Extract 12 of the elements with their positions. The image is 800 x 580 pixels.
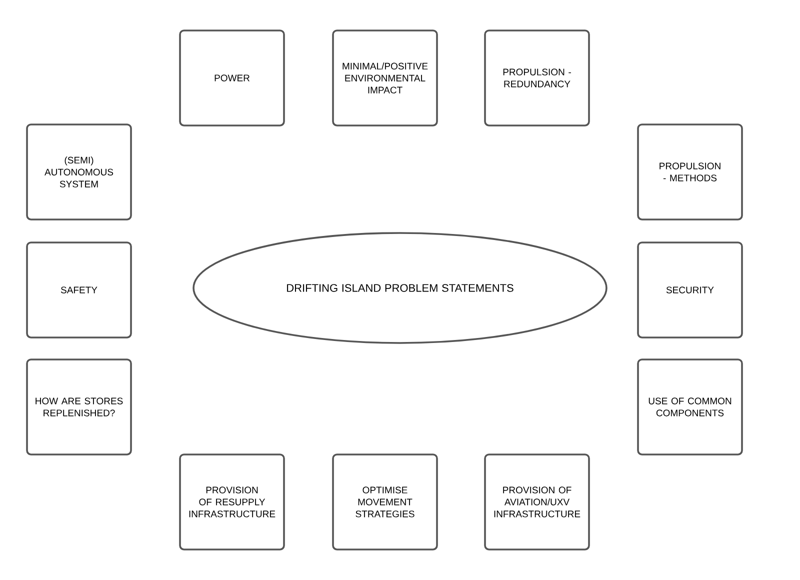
problem-box: (SEMI) AUTONOMOUS SYSTEM — [26, 124, 132, 220]
problem-box: SECURITY — [637, 242, 743, 338]
problem-box: USE OF COMMON COMPONENTS — [637, 358, 743, 456]
problem-box: PROVISION OF AVIATION/UXV INFRASTRUCTURE — [484, 454, 590, 550]
problem-box: POWER — [179, 30, 285, 126]
problem-box: SAFETY — [26, 242, 132, 338]
problem-box: MINIMAL/POSITIVE ENVIRONMENTAL IMPACT — [332, 30, 438, 126]
problem-box: PROVISION OF RESUPPLY INFRASTRUCTURE — [179, 454, 285, 550]
problem-box: OPTIMISE MOVEMENT STRATEGIES — [332, 454, 438, 550]
problem-box: PROPULSION - REDUNDANCY — [484, 30, 590, 126]
problem-box: HOW ARE STORES REPLENISHED? — [26, 358, 132, 456]
problem-box: PROPULSION - METHODS — [637, 124, 743, 220]
